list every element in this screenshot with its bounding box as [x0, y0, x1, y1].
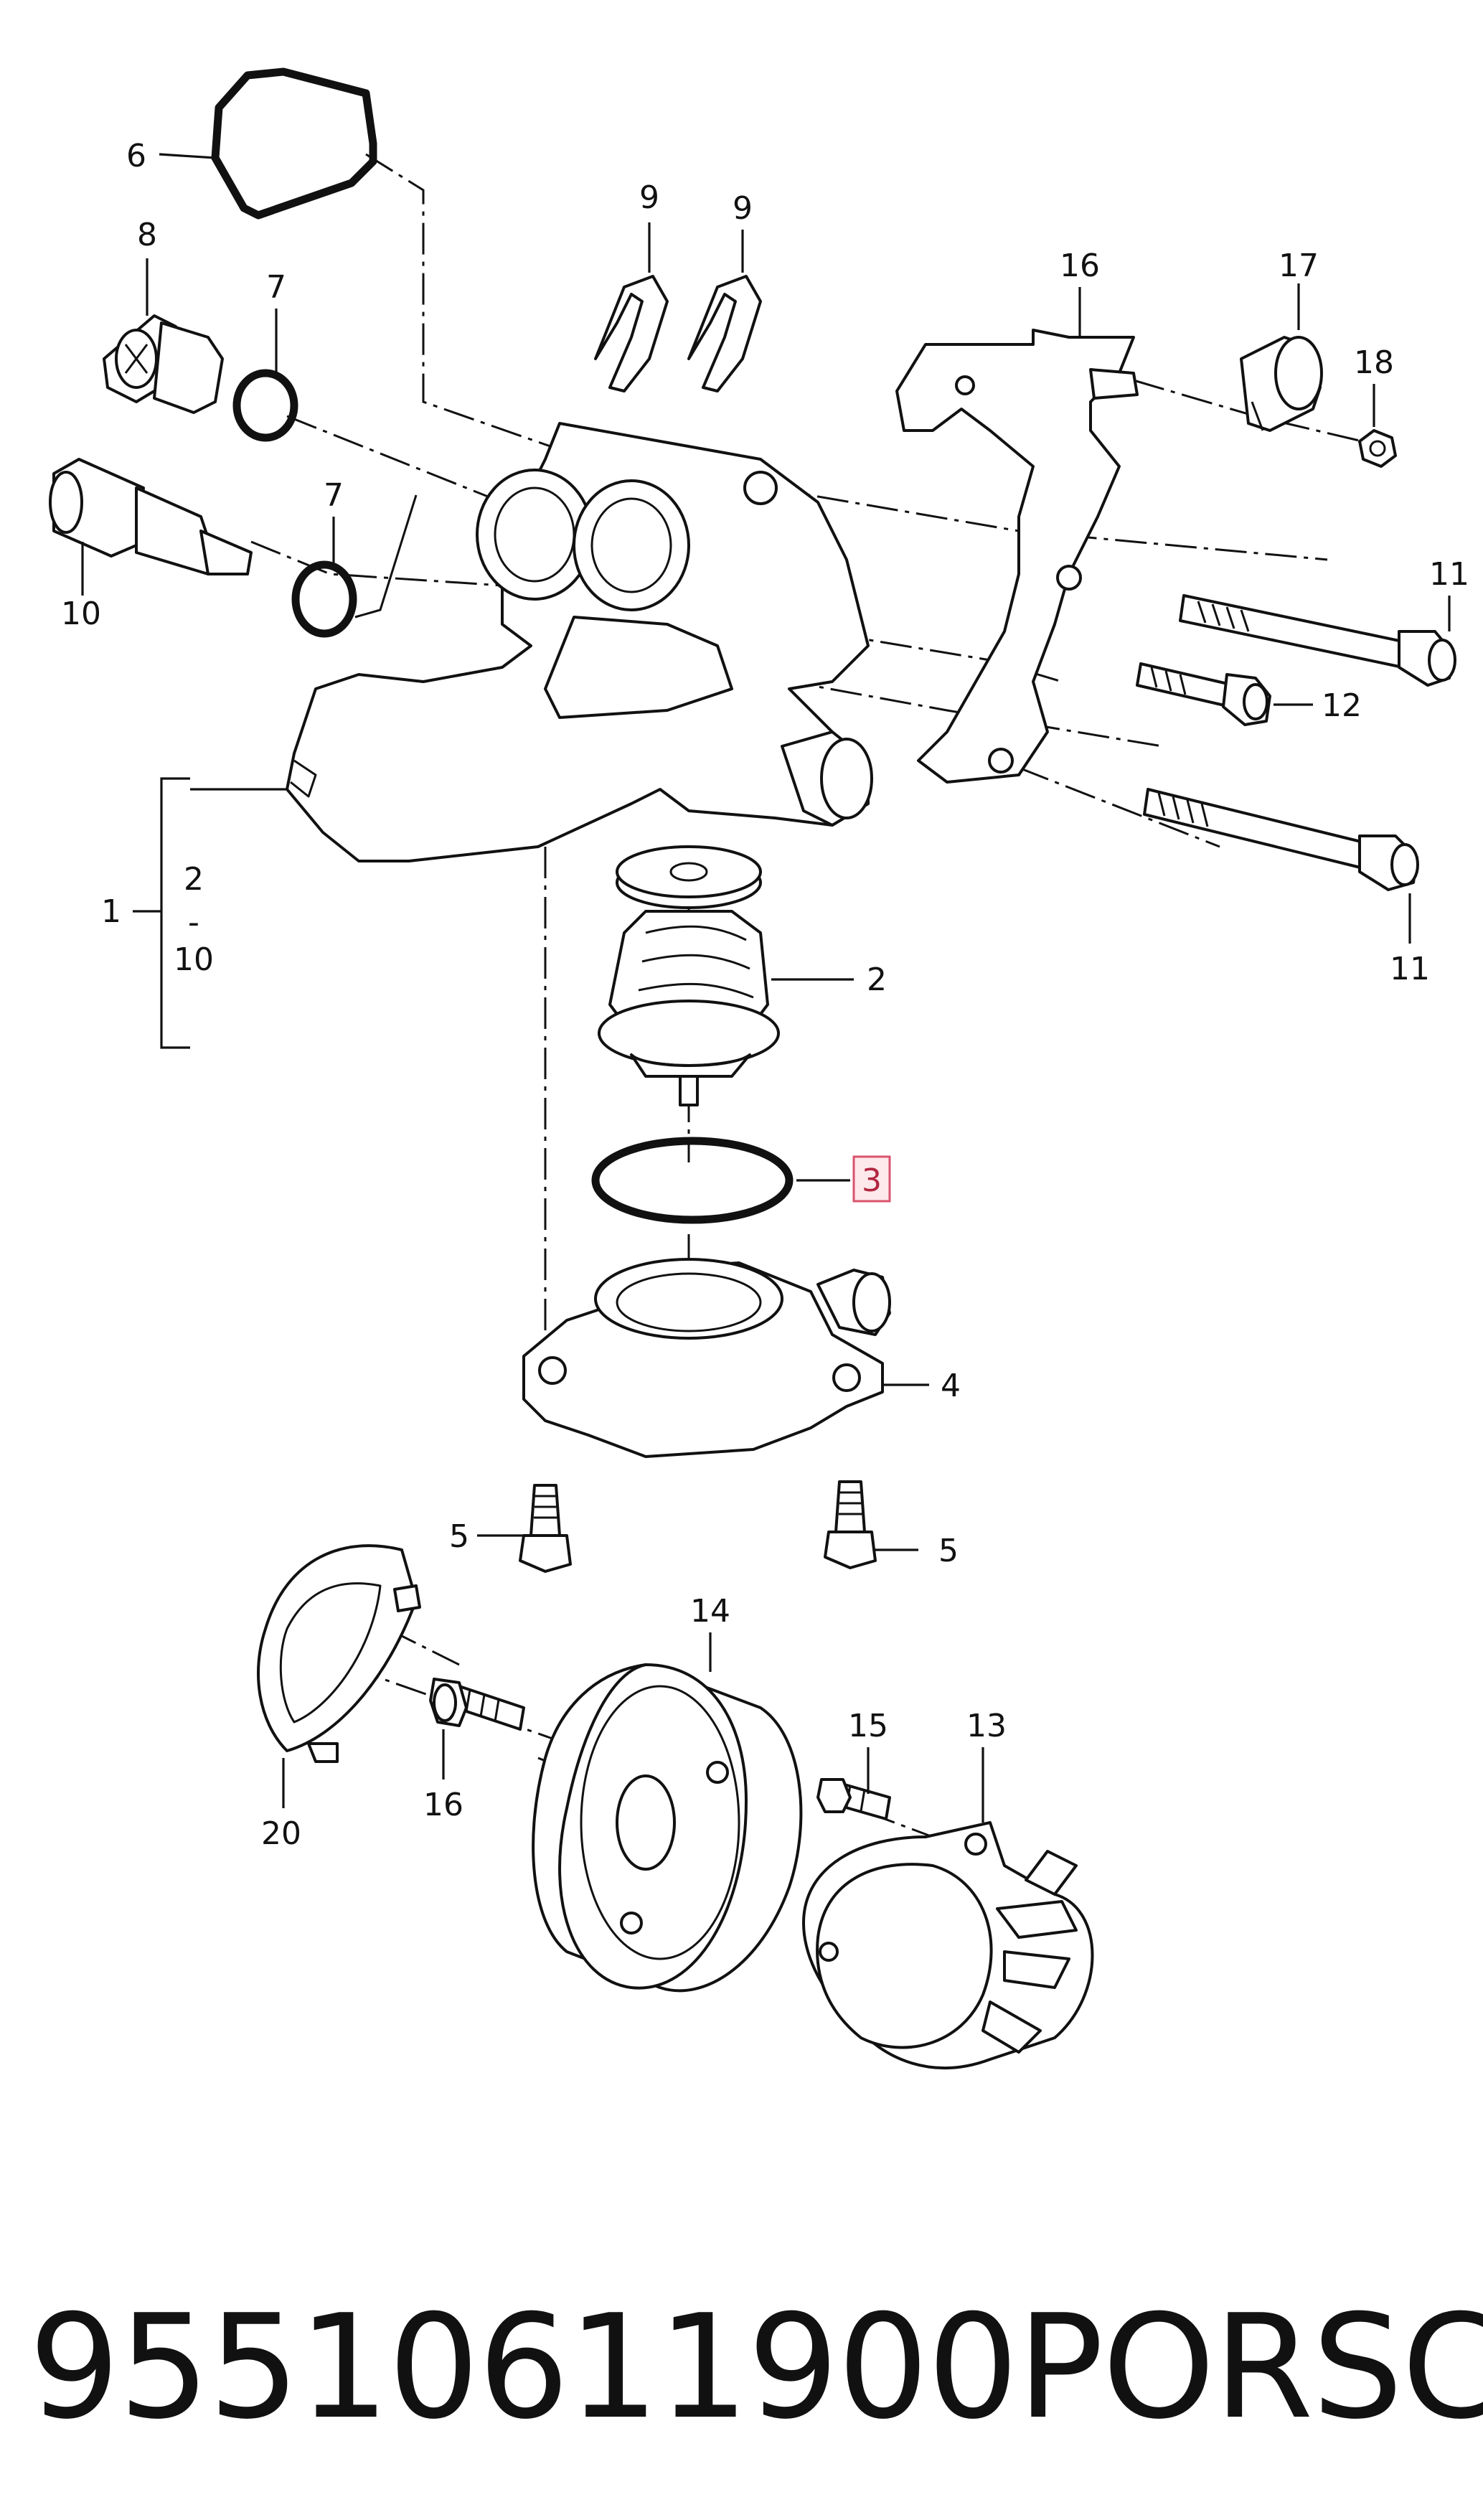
callout-range-dash: - [188, 904, 199, 941]
short-bolt-part [1136, 662, 1313, 726]
callout-7-lower: 7 [324, 477, 344, 514]
callout-19: 18 [1354, 344, 1394, 381]
thermostat-cover-part [522, 1258, 929, 1458]
mounting-bracket-part [895, 287, 1139, 784]
callout-11-upper: 11 [1429, 556, 1469, 593]
pulley-part [532, 1632, 803, 1993]
callout-13: 13 [966, 1708, 1007, 1744]
callout-3-highlight-box [852, 1155, 891, 1203]
callout-2: 2 [867, 962, 887, 998]
callout-20: 20 [261, 1815, 301, 1852]
pipe-fitting-part [1240, 283, 1323, 432]
callout-1: 1 [101, 893, 121, 930]
o-ring-seal-part [591, 1137, 850, 1224]
callout-16: 16 [423, 1787, 463, 1823]
thermostat-housing-part [286, 422, 873, 862]
callout-3[interactable]: 3 [862, 1162, 882, 1199]
callout-12: 12 [1322, 687, 1362, 724]
callout-4: 4 [941, 1368, 961, 1404]
callout-11-lower: 11 [1390, 951, 1430, 987]
callout-14: 14 [690, 1593, 730, 1630]
brand-name: PORSCHE [1017, 2284, 1483, 2451]
callout-5-right: 5 [938, 1533, 959, 1569]
long-bolt-lower-part [1143, 788, 1419, 944]
callout-15: 15 [848, 1708, 888, 1744]
part-number-footer: 95510611900 PORSCHE [29, 2278, 1483, 2458]
callout-labels: 6 8 7 7 10 9 9 16 17 18 11 12 11 1 2 - 1… [61, 138, 1469, 1852]
thermostat-part [598, 845, 854, 1106]
callout-18: 17 [1279, 248, 1319, 284]
assembly-lines [250, 153, 1378, 1838]
callout-6: 6 [126, 138, 146, 174]
o-ring-lower-part [291, 494, 418, 638]
callout-8: 8 [137, 217, 157, 253]
pulley-bolt-part [429, 1678, 525, 1779]
callout-9-left: 9 [639, 179, 659, 216]
temperature-sensor-part [49, 458, 253, 596]
retaining-clips-part [594, 222, 762, 392]
long-bolt-upper-part [1179, 594, 1456, 687]
water-pump-part [802, 1747, 1094, 2069]
sensor-plug-part [103, 258, 224, 414]
part-number: 95510611900 [29, 2284, 1019, 2451]
callout-5-left: 5 [449, 1518, 469, 1555]
callout-range-start: 2 [184, 861, 204, 898]
cover-bolt-right-part [824, 1480, 918, 1569]
cover-bolt-left-part [477, 1484, 572, 1573]
callout-range-end: 10 [174, 941, 214, 978]
callout-7-upper: 7 [266, 269, 286, 306]
shield-plate-part [257, 1544, 421, 1808]
callout-9-right: 9 [733, 190, 753, 227]
gasket-cover-part [159, 67, 377, 220]
hex-nut-part [1358, 384, 1397, 468]
pump-bolt-part [816, 1747, 891, 1820]
o-ring-upper-part [232, 309, 298, 442]
callout-bracket [133, 777, 287, 1049]
callout-10: 10 [61, 596, 101, 632]
callout-17: 16 [1060, 248, 1100, 284]
